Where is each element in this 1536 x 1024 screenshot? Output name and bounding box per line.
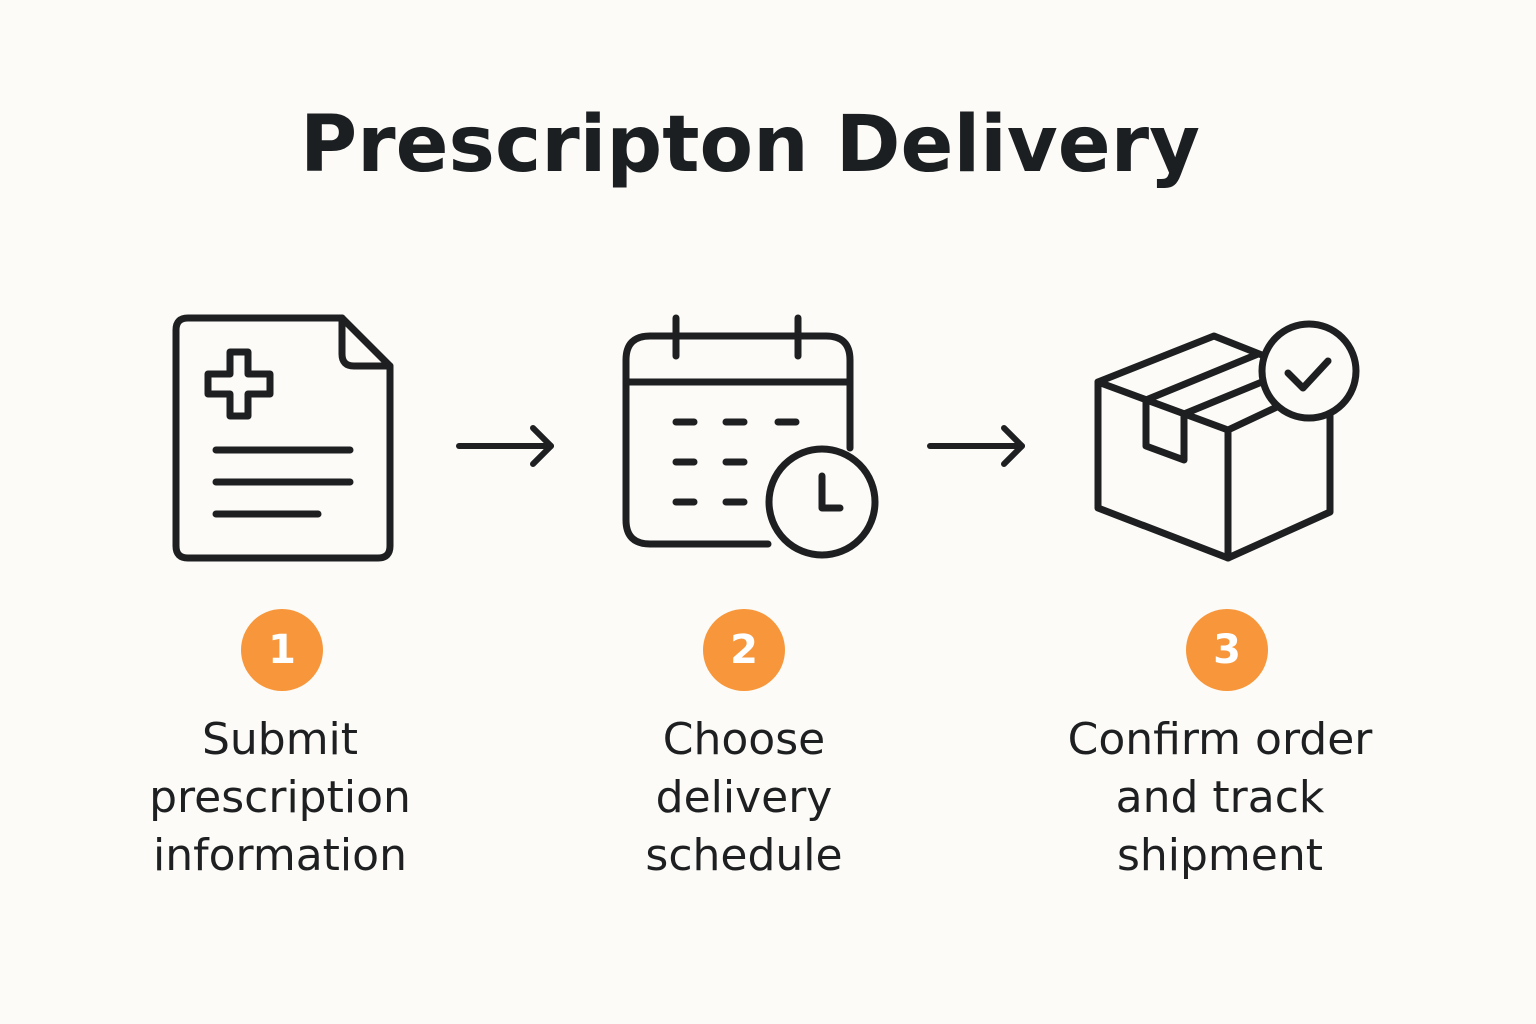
step-number: 2 [730,627,758,673]
step-label: Confirm order and track shipment [1067,714,1373,881]
checkmark-badge-icon [1258,320,1360,422]
calendar-clock-icon [620,312,882,562]
step-number: 3 [1213,627,1241,673]
step-number-badge: 2 [703,609,785,691]
step-number-badge: 3 [1186,609,1268,691]
step-label: Submit prescription information [149,714,411,881]
arrow-right-icon [455,424,559,472]
prescription-document-icon [170,312,400,567]
tape-flap [1142,396,1188,464]
page-title: Prescripton Delivery [300,100,1200,190]
step-label: Choose delivery schedule [645,714,843,881]
clock-icon [765,445,879,559]
package-check-icon [1092,318,1366,566]
arrow-right-icon [926,424,1030,472]
step-number-badge: 1 [241,609,323,691]
medical-cross-icon [204,348,274,420]
step-number: 1 [268,627,296,673]
